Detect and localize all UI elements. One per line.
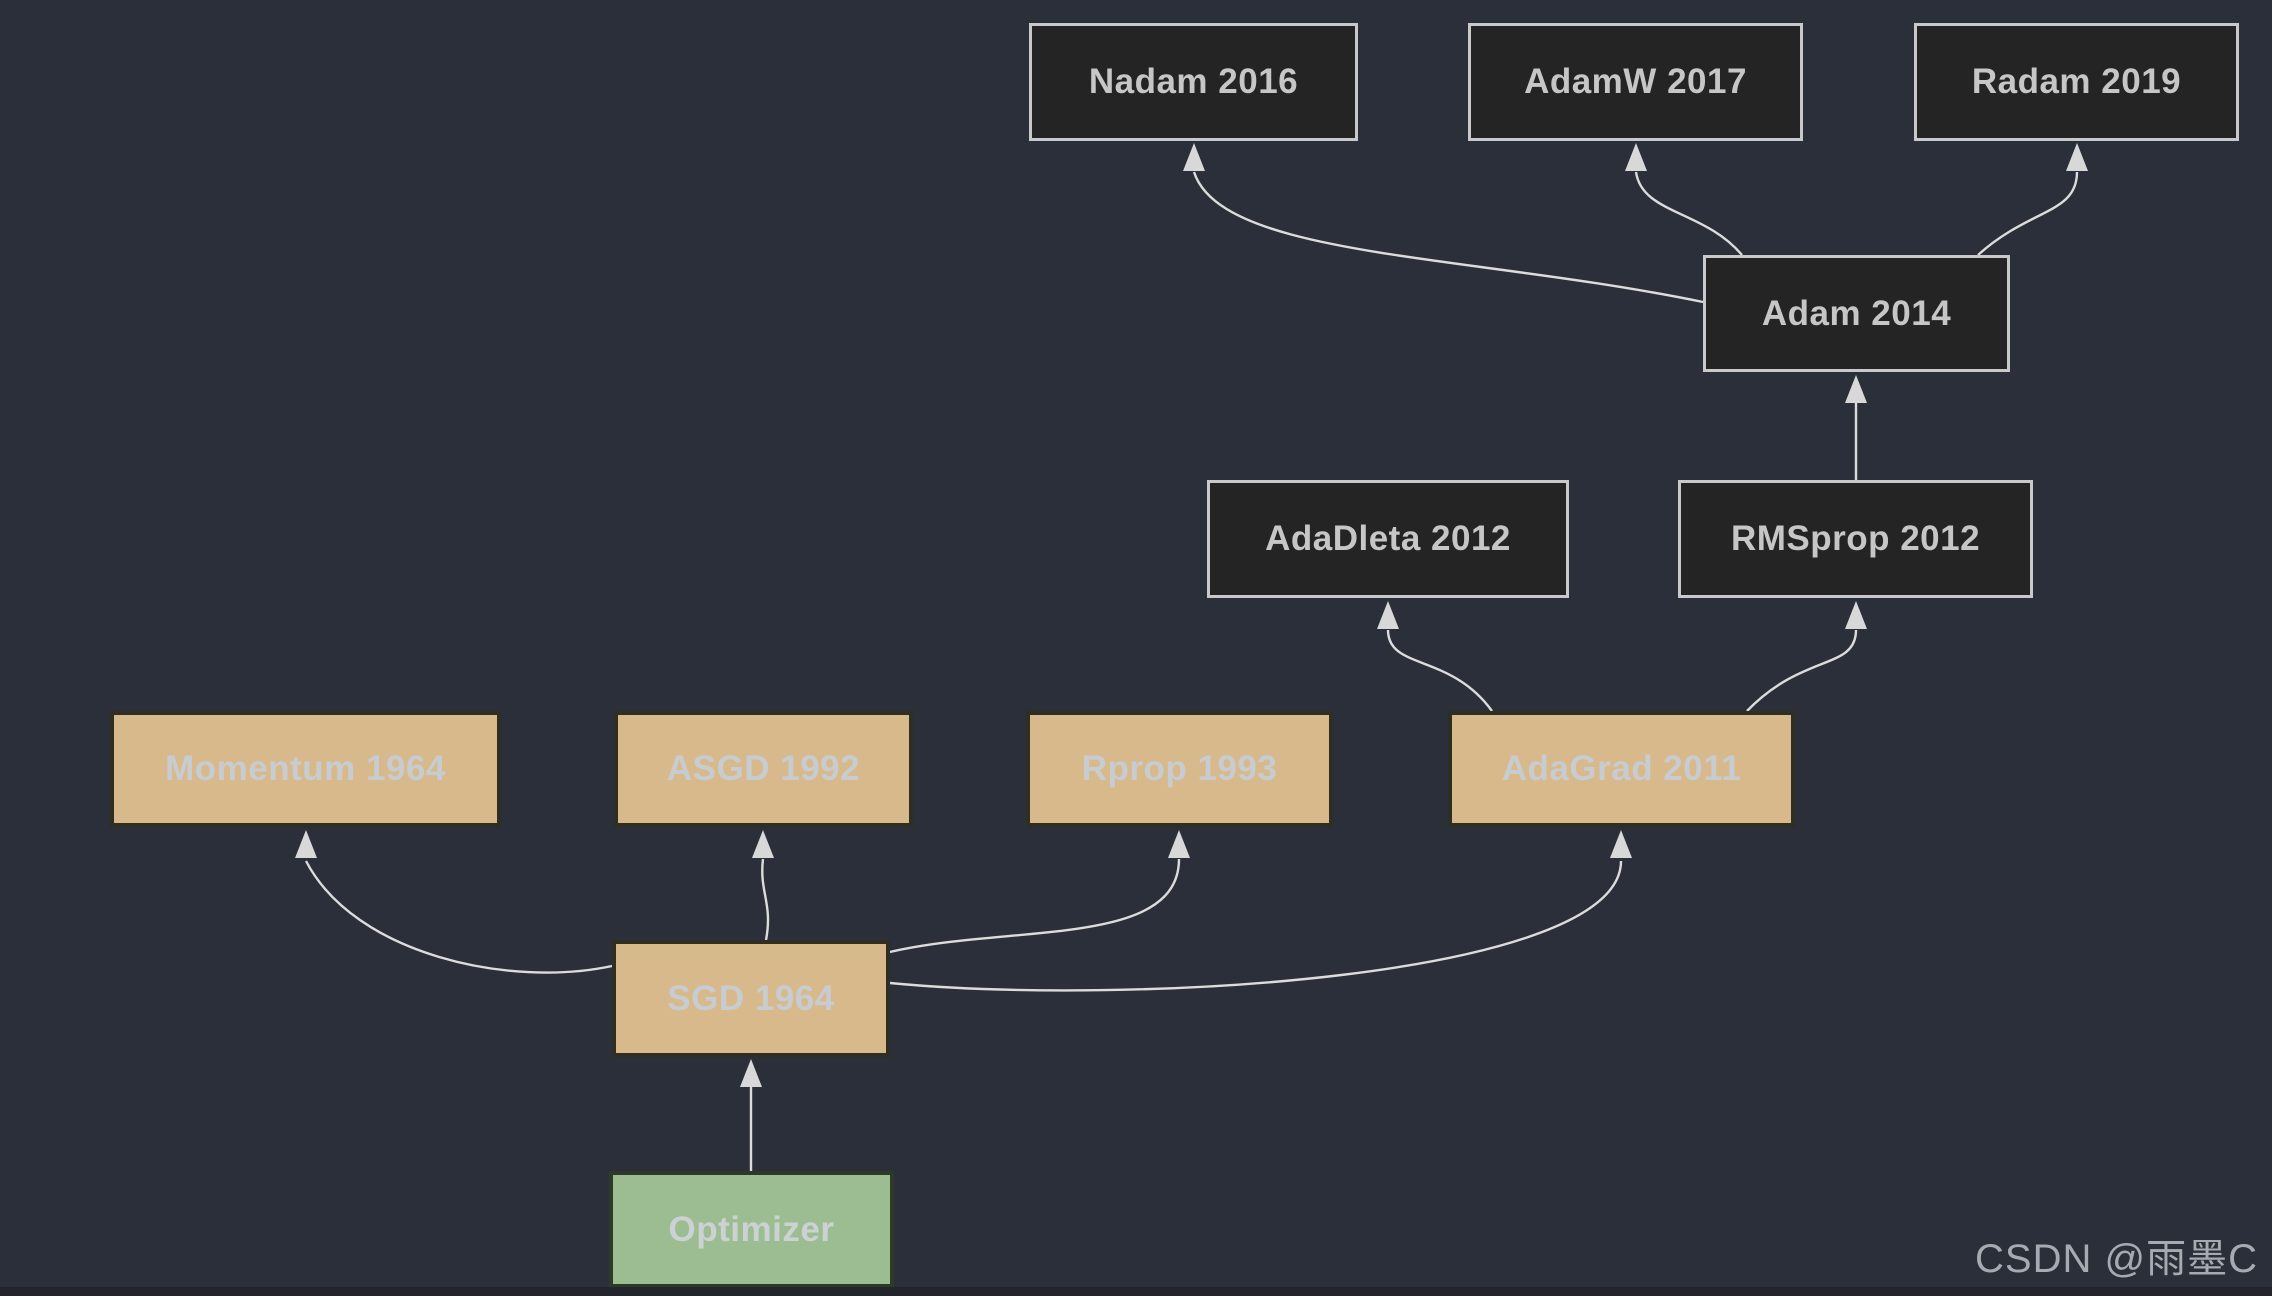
node-rmsprop-2012: RMSprop 2012	[1678, 480, 2033, 598]
node-rprop-1993: Rprop 1993	[1026, 711, 1333, 827]
edge-adam-nadam	[1192, 171, 1704, 304]
node-label: AdaGrad 2011	[1501, 749, 1742, 788]
node-label: Adam 2014	[1761, 293, 1952, 333]
edge-sgd-momentum	[304, 860, 613, 974]
edge-sgd-asgd	[761, 858, 770, 941]
node-nadam-2016: Nadam 2016	[1029, 23, 1358, 141]
bottom-strip	[0, 1287, 2272, 1296]
node-label: Rprop 1993	[1081, 749, 1278, 788]
edge-sgd-adagrad	[889, 860, 1623, 992]
node-optimizer-root: Optimizer	[609, 1171, 894, 1288]
arrowhead-adamw	[1625, 143, 1647, 171]
node-label: AdamW 2017	[1524, 62, 1747, 101]
node-adagrad-2011: AdaGrad 2011	[1448, 711, 1795, 827]
edge-adagrad-adadleta	[1386, 629, 1493, 712]
node-label: Momentum 1964	[165, 749, 446, 788]
arrowhead-rmsprop	[1845, 601, 1867, 629]
node-label: Optimizer	[668, 1209, 835, 1249]
arrowhead-rprop	[1168, 830, 1190, 858]
arrowhead-momentum	[295, 830, 317, 858]
node-label: SGD 1964	[667, 978, 835, 1018]
edge-adam-adamw	[1634, 171, 1743, 256]
node-adam-2014: Adam 2014	[1703, 255, 2010, 372]
node-momentum-1964: Momentum 1964	[110, 711, 501, 827]
edge-sgd-rprop	[889, 858, 1181, 954]
node-adamw-2017: AdamW 2017	[1468, 23, 1803, 141]
node-label: Radam 2019	[1971, 62, 2182, 101]
node-asgd-1992: ASGD 1992	[614, 711, 913, 827]
edge-adagrad-rmsprop	[1746, 629, 1858, 712]
arrowhead-sgd	[740, 1059, 762, 1087]
arrowhead-adadleta	[1377, 601, 1399, 629]
node-adadleta-2012: AdaDleta 2012	[1207, 480, 1569, 598]
csdn-watermark: CSDN @雨墨C	[1975, 1237, 2258, 1281]
node-sgd-1964: SGD 1964	[612, 940, 890, 1057]
arrowhead-adagrad	[1610, 830, 1632, 858]
node-label: RMSprop 2012	[1730, 519, 1981, 558]
node-radam-2019: Radam 2019	[1914, 23, 2239, 141]
node-label: ASGD 1992	[666, 749, 861, 788]
arrowhead-nadam	[1183, 143, 1205, 171]
arrowhead-asgd	[752, 830, 774, 858]
arrowhead-radam	[2066, 143, 2088, 171]
arrowhead-adam	[1845, 375, 1867, 403]
node-label: AdaDleta 2012	[1265, 519, 1511, 558]
node-label: Nadam 2016	[1088, 62, 1299, 101]
edge-adam-radam	[1977, 171, 2079, 256]
